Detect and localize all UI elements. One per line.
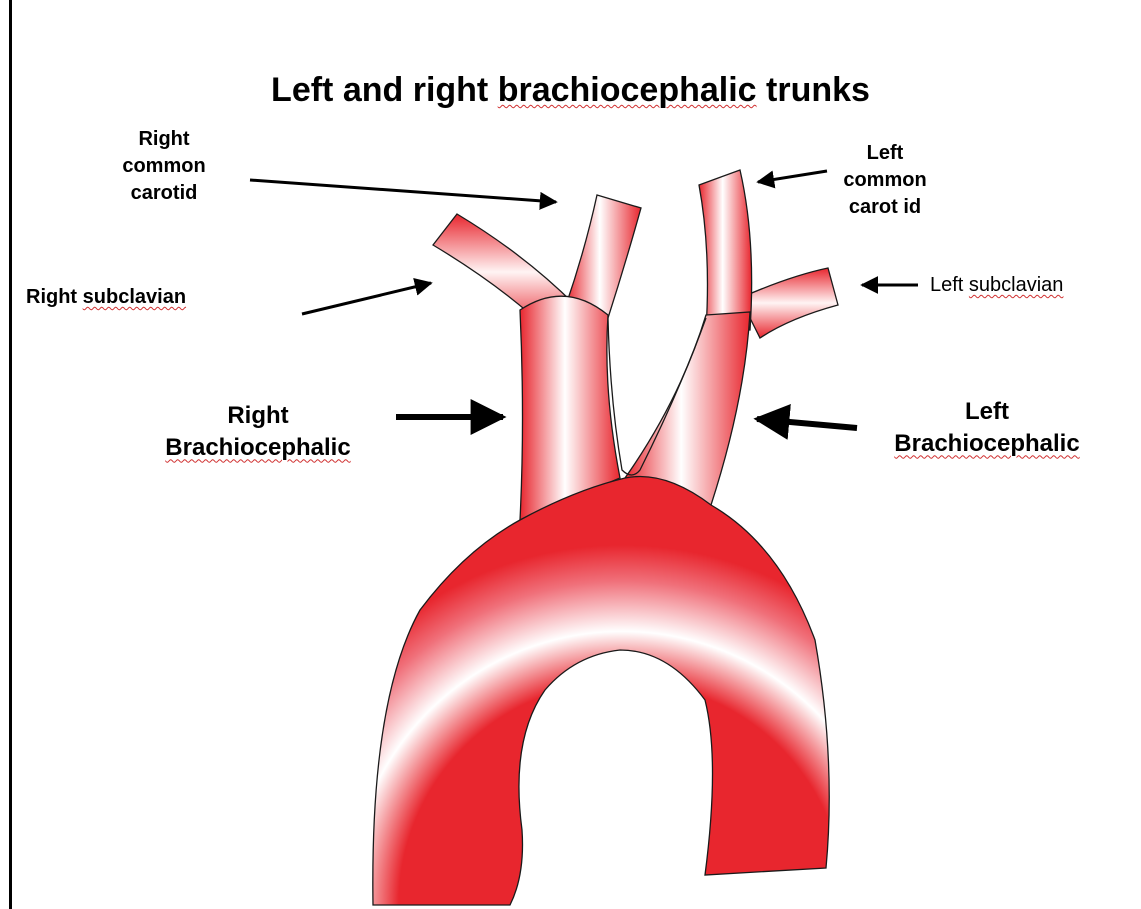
label-right-brachiocephalic-line-1: Right — [128, 400, 388, 432]
label-right-subclavian-emphasis: subclavian — [83, 286, 186, 308]
left-common-carotid-arrow — [758, 171, 827, 182]
label-right-brachiocephalic-line-2: Brachiocephalic — [128, 432, 388, 464]
title-text-end: trunks — [757, 71, 870, 109]
label-left-common-carotid-line-3: carot id — [825, 194, 945, 221]
label-left-brachiocephalic-line-1: Left — [856, 396, 1118, 428]
label-left-common-carotid: Left common carot id — [825, 140, 945, 221]
right-common-carotid-arrow — [250, 180, 556, 202]
left-subclavian-vessel — [740, 268, 838, 338]
label-right-common-carotid-line-1: Right — [104, 126, 224, 153]
label-left-subclavian-emphasis: subclavian — [969, 274, 1064, 296]
label-left-subclavian: Left subclavian — [930, 272, 1063, 299]
label-left-brachiocephalic-line-2: Brachiocephalic — [856, 428, 1118, 460]
aortic-arch — [373, 477, 829, 905]
left-common-carotid-vessel — [699, 170, 752, 330]
title-text-start: Left and right — [271, 71, 498, 109]
right-subclavian-arrow — [302, 283, 431, 314]
label-right-subclavian-word: Right — [26, 286, 83, 308]
left-brachiocephalic-arrow — [757, 419, 857, 428]
label-left-common-carotid-line-2: common — [825, 167, 945, 194]
label-right-common-carotid-line-2: common — [104, 153, 224, 180]
label-right-brachiocephalic: Right Brachiocephalic — [128, 400, 388, 465]
label-right-subclavian: Right subclavian — [26, 284, 186, 311]
title-text-emphasis: brachiocephalic — [498, 71, 757, 109]
diagram-title: Left and right brachiocephalic trunks — [0, 70, 1141, 110]
label-left-subclavian-word: Left — [930, 274, 969, 296]
label-left-brachiocephalic: Left Brachiocephalic — [856, 396, 1118, 461]
label-right-common-carotid: Right common carotid — [104, 126, 224, 207]
label-right-common-carotid-line-3: carotid — [104, 180, 224, 207]
label-left-common-carotid-line-1: Left — [825, 140, 945, 167]
